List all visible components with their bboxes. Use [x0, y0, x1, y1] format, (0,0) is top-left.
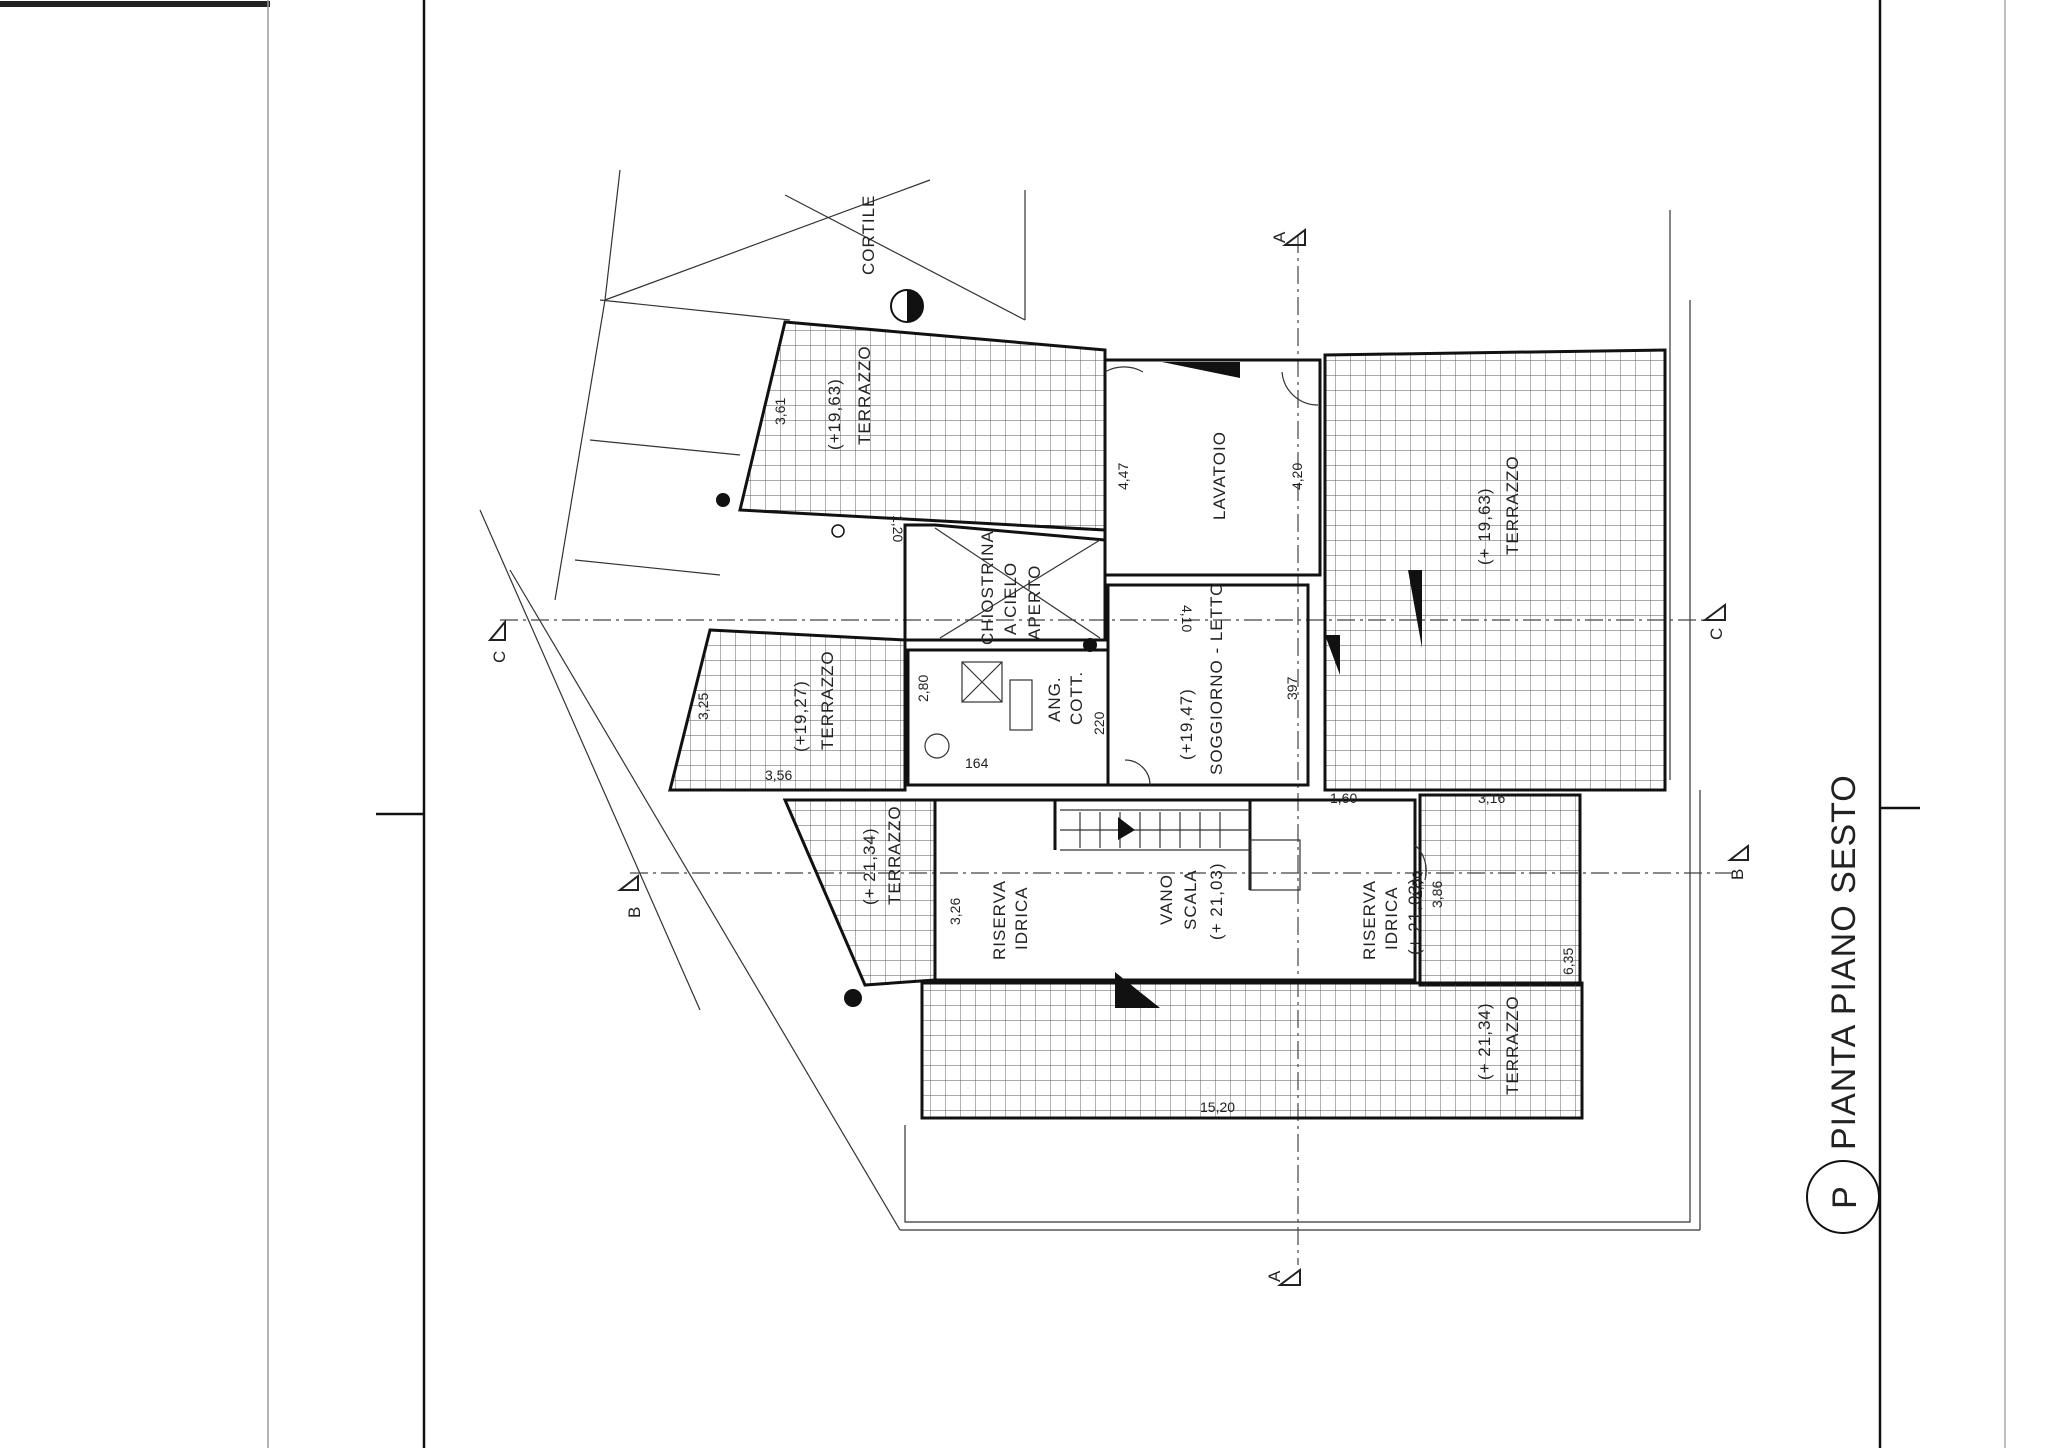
label-terrazzo-top-right: TERRAZZO — [1503, 455, 1522, 555]
label-terrazzo-small-level: (+ 21,34) — [860, 827, 879, 905]
section-marker-a-bottom: A — [1265, 1268, 1301, 1286]
label-soggiorno: SOGGIORNO - LETTO — [1207, 582, 1226, 775]
terrace-top-right — [1323, 348, 1667, 792]
label-riserva-right: RISERVA — [1360, 880, 1379, 960]
label-vano-scala: VANO — [1157, 874, 1176, 925]
label-riserva-right-2: IDRICA — [1382, 886, 1401, 950]
label-angolo-cottura: ANG. — [1045, 676, 1064, 722]
dim-447: 4,47 — [1115, 463, 1131, 490]
section-marker-b-right: B — [1727, 843, 1749, 880]
section-marker-c-left: C — [487, 619, 509, 663]
drain-symbols — [716, 289, 1097, 1007]
title-block: P PIANTA PIANO SESTO — [1806, 774, 1880, 1234]
dim-420: 4,20 — [1289, 463, 1305, 490]
room-labels: CORTILE TERRAZZO (+19,63) LAVATOIO TERRA… — [791, 195, 1522, 1095]
label-riserva-left: RISERVA — [990, 880, 1009, 960]
svg-text:A: A — [1265, 1270, 1284, 1282]
stove-fixture — [1009, 679, 1033, 731]
plan-marker: P — [1826, 1185, 1864, 1209]
label-lavatoio: LAVATOIO — [1210, 431, 1229, 520]
svg-text:C: C — [1707, 627, 1726, 640]
dim-361: 3,61 — [772, 398, 788, 425]
label-terrazzo-mid-left: TERRAZZO — [818, 650, 837, 750]
dim-635: 6,35 — [1560, 948, 1576, 975]
section-marker-a-top: A — [1270, 228, 1306, 246]
label-vano-scala-2: SCALA — [1181, 869, 1200, 930]
dim-120: 1,20 — [890, 515, 906, 542]
dim-280: 2,80 — [915, 675, 931, 702]
svg-text:B: B — [1728, 868, 1747, 880]
dim-326: 3,26 — [947, 898, 963, 925]
svg-text:C: C — [490, 650, 509, 663]
label-chiostrina-3: APERTO — [1025, 565, 1044, 640]
dim-160: 1,60 — [1330, 790, 1357, 806]
building-walls — [903, 358, 1691, 1223]
page-title: PIANTA PIANO SESTO — [1825, 774, 1863, 1150]
label-terrazzo-mid-left-level: (+19,27) — [791, 680, 810, 752]
label-riserva-right-level: (+ 21,03) — [1405, 877, 1424, 955]
label-chiostrina: CHIOSTRINA — [978, 530, 997, 645]
label-cortile: CORTILE — [859, 195, 878, 275]
label-soggiorno-level: (+19,47) — [1177, 688, 1196, 760]
label-vano-scala-level: (+ 21,03) — [1207, 862, 1226, 940]
shower-fixture — [961, 661, 1003, 703]
section-marker-c-right: C — [1702, 603, 1726, 640]
skylight-marks — [1115, 362, 1422, 1008]
dim-1520: 15,20 — [1200, 1099, 1235, 1115]
dim-325: 3,25 — [695, 693, 711, 720]
dim-356: 3,56 — [765, 767, 792, 783]
label-terrazzo-bottom-level: (+ 21,34) — [1475, 1002, 1494, 1080]
label-chiostrina-2: A CIELO — [1001, 562, 1020, 635]
dim-316: 3,16 — [1478, 790, 1505, 806]
label-terrazzo-top-left-level: (+19,63) — [825, 378, 844, 450]
label-terrazzo-small: TERRAZZO — [885, 805, 904, 905]
label-angolo-cottura-2: COTT. — [1067, 671, 1086, 725]
terrace-bottom — [920, 981, 1584, 1120]
dim-150: 1,50 — [1409, 871, 1425, 898]
dim-410: 4,10 — [1179, 605, 1195, 632]
label-terrazzo-bottom: TERRAZZO — [1503, 995, 1522, 1095]
courtyard-lines — [479, 169, 1701, 1231]
label-terrazzo-top-left: TERRAZZO — [855, 345, 874, 445]
terrace-mid-left — [668, 628, 907, 792]
section-marker-b-left: B — [617, 873, 644, 918]
label-terrazzo-top-right-level: (+ 19,63) — [1475, 487, 1494, 565]
section-markers: A A C C B B — [487, 228, 1749, 1286]
dimension-labels: 3,61 1,20 4,47 4,20 4,10 397 3,25 3,56 2… — [695, 398, 1576, 1115]
dim-386: 3,86 — [1429, 881, 1445, 908]
dim-164: 164 — [965, 755, 989, 771]
label-riserva-left-2: IDRICA — [1012, 886, 1031, 950]
svg-text:B: B — [625, 906, 644, 918]
dim-397: 397 — [1284, 676, 1300, 700]
terrace-top-left — [738, 320, 1107, 532]
dim-220: 220 — [1091, 711, 1107, 735]
plan-marker-circle — [1806, 1160, 1880, 1234]
svg-text:A: A — [1270, 231, 1289, 243]
washbasin-fixture — [924, 733, 950, 759]
